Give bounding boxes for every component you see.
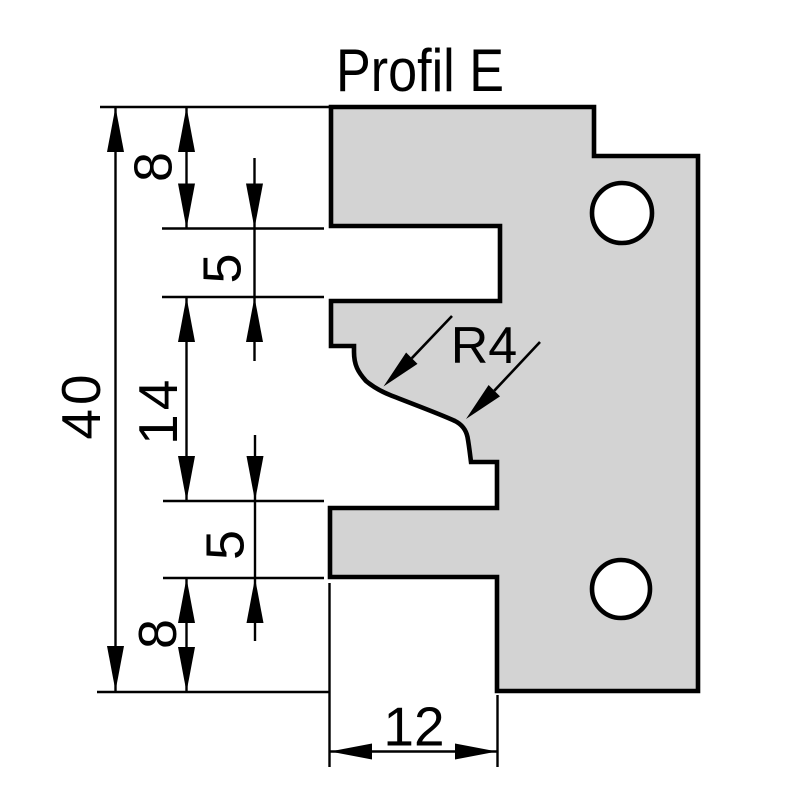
- svg-text:12: 12: [383, 696, 444, 758]
- svg-text:5: 5: [193, 253, 253, 283]
- svg-text:8: 8: [124, 152, 184, 182]
- svg-text:Profil E: Profil E: [336, 37, 504, 104]
- svg-text:5: 5: [196, 530, 256, 560]
- svg-text:R4: R4: [451, 317, 517, 375]
- svg-text:14: 14: [127, 376, 189, 445]
- svg-text:40: 40: [50, 370, 112, 439]
- svg-text:8: 8: [128, 619, 188, 649]
